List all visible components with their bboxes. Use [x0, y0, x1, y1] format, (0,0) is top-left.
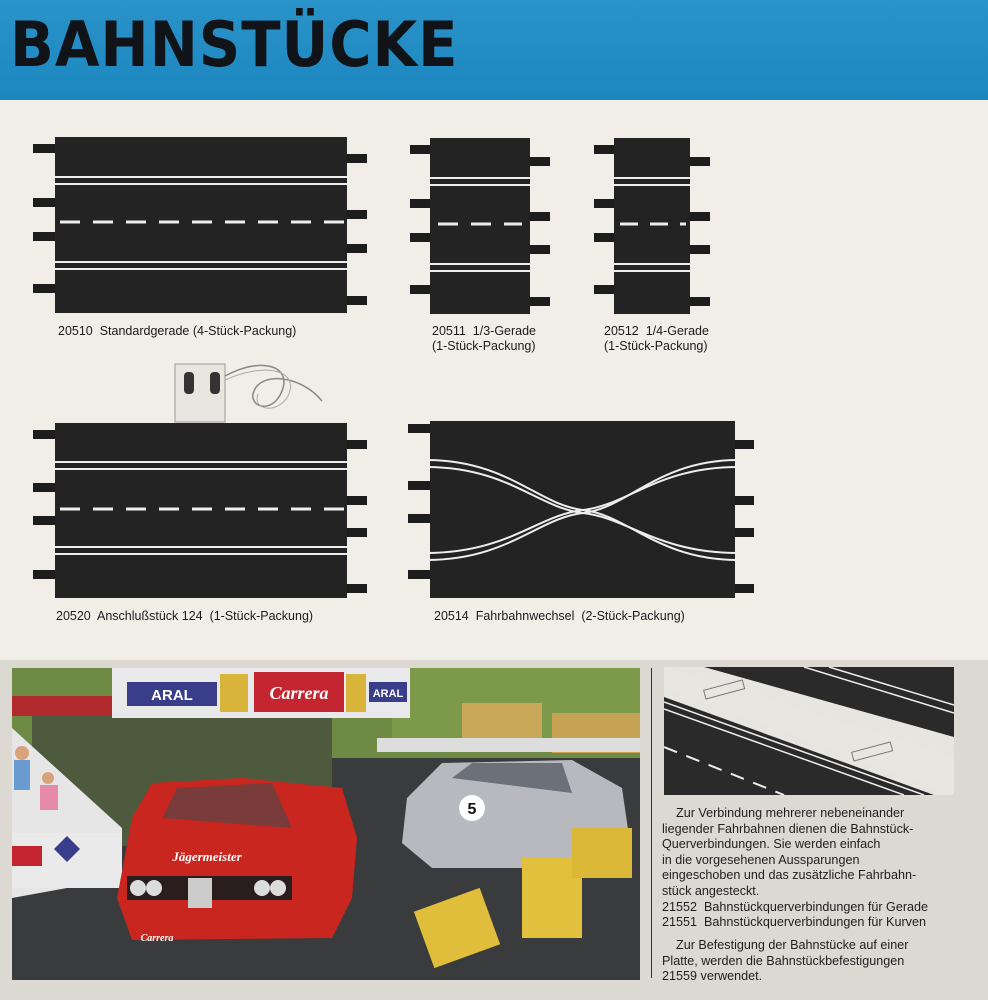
track-quarter-straight-image	[594, 138, 710, 314]
photo-scene: ARAL Carrera ARAL Jägermeister Carrera 5	[12, 668, 640, 980]
info-item-21551: 21551 Bahnstückquerverbindungen für Kurv…	[662, 915, 926, 929]
track-standardgerade-image	[33, 137, 367, 313]
sign-carrera: Carrera	[269, 683, 328, 703]
car-red-bumper-text: Carrera	[141, 933, 174, 944]
track-third-straight-image	[410, 138, 550, 314]
caption-20511: 20511 1/3-Gerade (1-Stück-Packung)	[432, 324, 537, 353]
track-anschlussstueck-image	[33, 363, 367, 598]
caption-20510: 20510 Standardgerade (4-Stück-Packung)	[58, 324, 297, 338]
track-fahrbahnwechsel-image	[408, 421, 754, 598]
info-paragraph-connection: Zur Verbindung mehrerer nebeneinander li…	[662, 806, 917, 898]
caption-20512: 20512 1/4-Gerade (1-Stück-Packung)	[604, 324, 709, 353]
caption-20520: 20520 Anschlußstück 124 (1-Stück-Packung…	[56, 609, 314, 623]
car-red-sponsor: Jägermeister	[171, 849, 242, 864]
caption-20514: 20514 Fahrbahnwechsel (2-Stück-Packung)	[434, 609, 685, 623]
info-item-21552: 21552 Bahnstückquerverbindungen für Gera…	[662, 900, 929, 914]
car-silver-number: 5	[468, 801, 477, 818]
sign-aral-right: ARAL	[373, 688, 404, 700]
cross-connection-diagram	[664, 667, 954, 795]
sign-aral-left: ARAL	[151, 687, 193, 704]
photo-slot-cars: ARAL Carrera ARAL Jägermeister Carrera 5	[12, 668, 640, 980]
info-paragraph-mounting: Zur Befestigung der Bahnstücke auf einer…	[662, 938, 909, 983]
page-title: BAHNSTÜCKE	[10, 8, 459, 81]
header-band: BAHNSTÜCKE	[0, 0, 988, 100]
divider-line	[651, 668, 652, 978]
